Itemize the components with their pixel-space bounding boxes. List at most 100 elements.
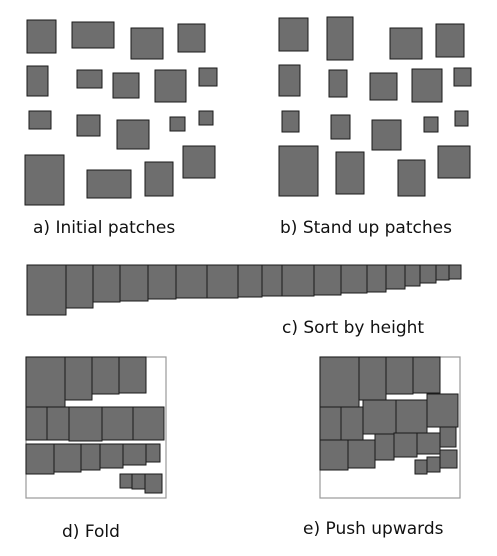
patch — [237, 264, 263, 298]
patch — [340, 264, 368, 294]
patch — [147, 264, 177, 300]
patch — [24, 154, 65, 206]
patch — [423, 116, 439, 133]
patch — [28, 110, 52, 130]
patch — [25, 443, 55, 475]
patch — [119, 264, 149, 302]
patch — [71, 21, 115, 49]
patch — [144, 161, 174, 197]
patch — [119, 473, 133, 489]
patch — [130, 27, 164, 60]
patch — [154, 69, 187, 103]
patch — [426, 456, 441, 473]
patch — [46, 406, 70, 441]
patch — [419, 264, 437, 284]
patch — [116, 119, 150, 150]
patch — [393, 432, 418, 458]
patch — [122, 443, 147, 466]
patch — [347, 439, 376, 469]
patch — [53, 443, 82, 473]
panel-push-upwards: e) Push upwards — [303, 356, 461, 539]
patch — [371, 119, 402, 151]
patch — [437, 145, 471, 179]
patch — [101, 406, 134, 441]
caption-initial-patches: a) Initial patches — [33, 218, 175, 238]
patch — [177, 23, 206, 53]
patch — [206, 264, 239, 299]
caption-stand-up-patches: b) Stand up patches — [280, 218, 452, 238]
patch — [198, 67, 218, 87]
patch — [68, 406, 103, 442]
patch — [414, 459, 428, 475]
patch — [412, 356, 441, 394]
patch — [385, 356, 414, 395]
patch — [340, 406, 364, 441]
patch — [112, 72, 140, 99]
patch — [281, 264, 315, 297]
patch — [76, 114, 101, 137]
patch — [65, 264, 94, 309]
patch — [313, 264, 342, 296]
patch — [369, 72, 398, 101]
patch — [278, 145, 319, 197]
patch — [76, 69, 103, 89]
patch — [261, 264, 283, 297]
panel-fold: d) Fold — [25, 356, 167, 542]
patch — [26, 65, 49, 97]
caption-sort-by-height: c) Sort by height — [282, 318, 424, 338]
patch — [91, 356, 120, 395]
patch — [439, 449, 458, 469]
patch — [144, 473, 163, 494]
patch — [80, 443, 101, 471]
patch — [335, 151, 365, 195]
caption-fold: d) Fold — [62, 522, 120, 542]
patch — [358, 356, 387, 401]
patch — [435, 23, 465, 58]
patch — [362, 399, 397, 435]
patch — [169, 116, 186, 132]
patch — [131, 473, 146, 490]
patch — [92, 264, 121, 303]
patch — [439, 426, 457, 448]
patch — [330, 114, 351, 140]
patch — [198, 110, 214, 126]
patch — [319, 356, 360, 408]
caption-push-upwards: e) Push upwards — [303, 519, 444, 539]
patch — [385, 264, 406, 290]
patch — [397, 159, 426, 197]
patch — [278, 17, 309, 52]
patch — [99, 443, 124, 469]
patch — [175, 264, 208, 299]
patch — [26, 19, 57, 54]
patch — [326, 16, 354, 61]
panel-stand-up-patches: b) Stand up patches — [278, 16, 472, 238]
patch — [278, 64, 301, 97]
patch — [453, 67, 472, 87]
patch — [448, 264, 462, 280]
patch — [366, 264, 387, 293]
patch — [132, 406, 165, 441]
patch — [411, 68, 443, 103]
patch — [395, 399, 428, 434]
patch — [319, 439, 349, 471]
patch — [319, 406, 342, 441]
panel-initial-patches: a) Initial patches — [24, 19, 218, 238]
patch — [426, 393, 459, 428]
patch — [64, 356, 93, 401]
patch — [25, 356, 66, 408]
patch — [281, 110, 300, 133]
patch — [145, 443, 161, 463]
panel-sort-by-height: c) Sort by height — [26, 264, 462, 338]
patch — [25, 406, 48, 441]
patch — [389, 27, 423, 60]
patch — [454, 110, 469, 127]
patch — [328, 69, 348, 98]
patch — [182, 145, 216, 179]
patch — [374, 433, 395, 461]
patch — [86, 169, 132, 199]
patch — [416, 432, 441, 455]
patch — [26, 264, 67, 316]
patch — [404, 264, 421, 287]
patch — [118, 356, 147, 394]
